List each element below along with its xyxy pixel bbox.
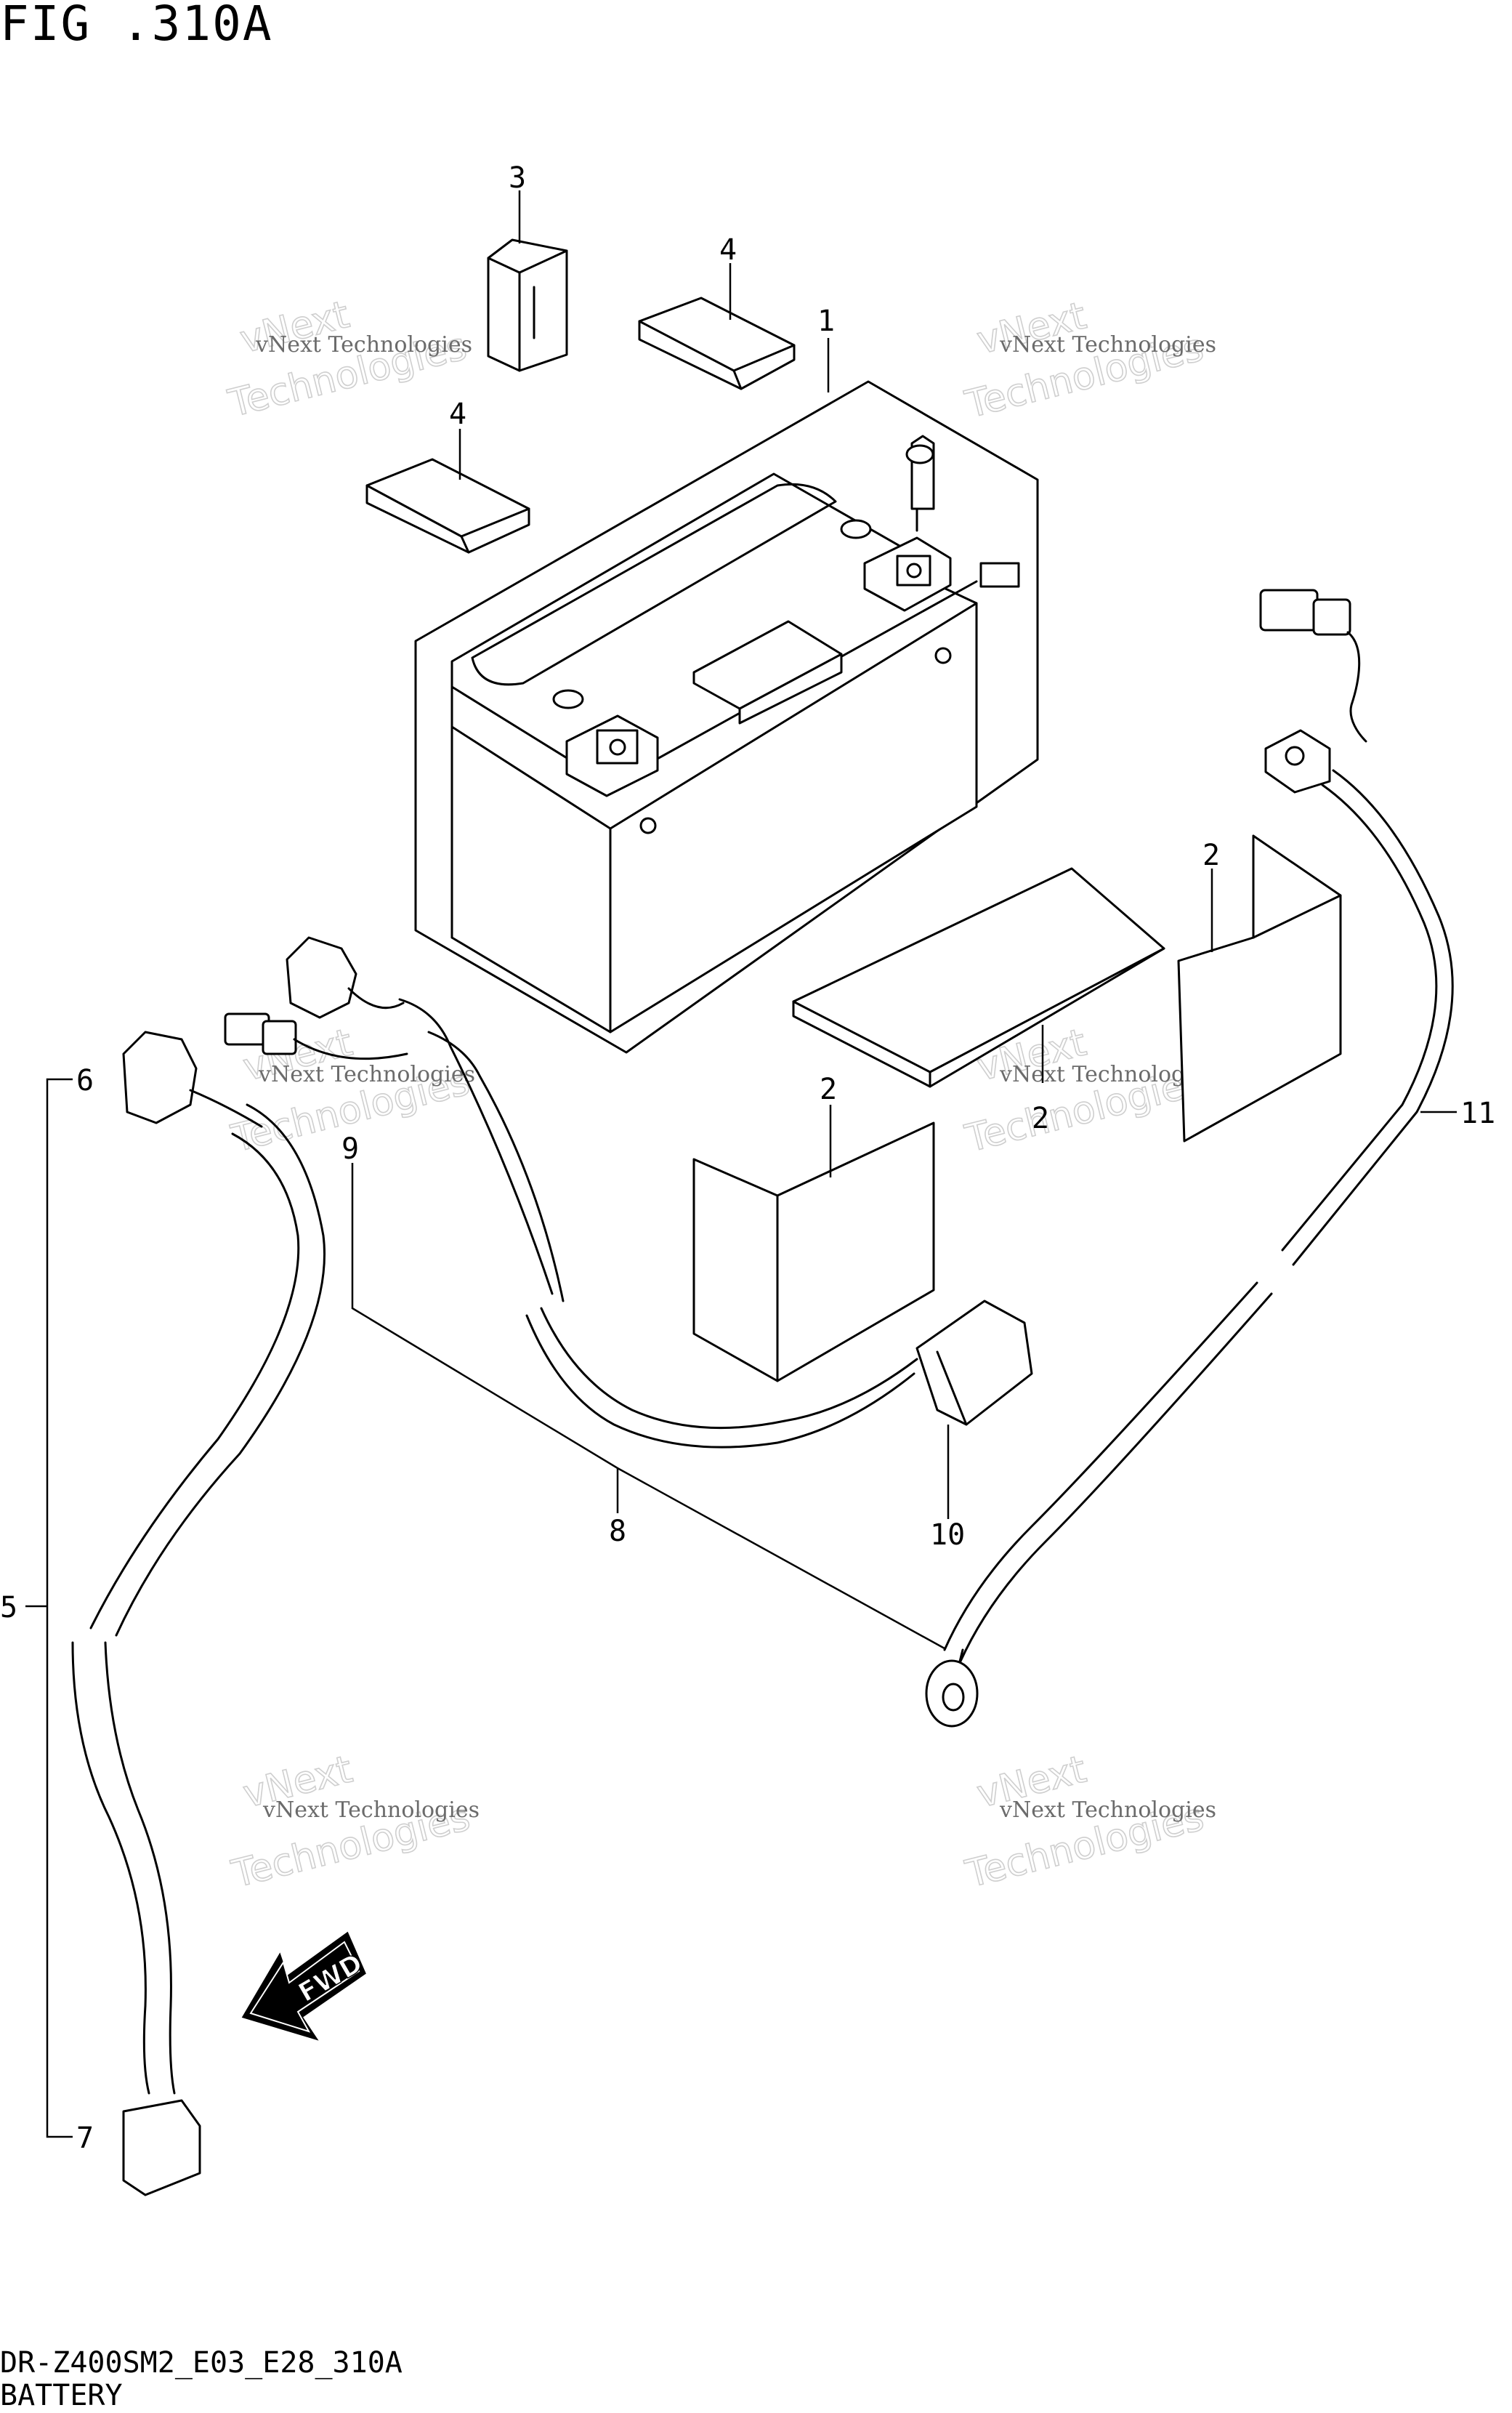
model-code: DR-Z400SM2_E03_E28_310A <box>0 2346 403 2380</box>
watermark-bottom-right: vNext Technologies vNext Technologies <box>961 1747 1216 1898</box>
callout-11: 11 <box>1460 1097 1495 1130</box>
fwd-arrow-icon: FWD <box>241 1931 368 2041</box>
callout-1: 1 <box>817 305 835 338</box>
callout-10: 10 <box>930 1518 965 1552</box>
part-11-lead <box>925 589 1454 1728</box>
svg-text:vNext Technologies: vNext Technologies <box>999 1062 1216 1087</box>
svg-text:vNext Technologies: vNext Technologies <box>999 1797 1216 1823</box>
part-2-plate-right <box>1177 834 1342 1143</box>
section-name: BATTERY <box>0 2379 123 2412</box>
part-5-lead <box>71 1031 326 2196</box>
callout-9: 9 <box>341 1132 359 1166</box>
part-3-cap <box>487 238 568 372</box>
watermark-bottom-left: vNext Technologies vNext Technologies <box>227 1747 480 1898</box>
part-1-battery <box>414 380 1039 1054</box>
callout-5: 5 <box>0 1591 17 1624</box>
part-9-harness <box>224 936 565 1302</box>
figure-title: FIG .310A <box>0 0 273 52</box>
svg-text:vNext Technologies: vNext Technologies <box>255 332 472 358</box>
svg-text:vNext Technologies: vNext Technologies <box>258 1062 475 1087</box>
callout-7: 7 <box>76 2122 94 2155</box>
part-10-cap <box>525 1300 1033 1449</box>
callout-4-lower: 4 <box>449 398 466 431</box>
part-2-pad-center <box>792 867 1165 1088</box>
part-4-pad-lower <box>365 458 530 554</box>
part-4-pad-upper <box>638 297 796 390</box>
callout-2-right: 2 <box>1202 839 1220 872</box>
callout-3: 3 <box>509 161 526 195</box>
callout-6: 6 <box>76 1064 94 1097</box>
leader-lines <box>25 190 1457 2138</box>
callout-4-upper: 4 <box>719 233 737 267</box>
part-2-plate-left <box>692 1121 935 1382</box>
watermark-top-right: vNext Technologies vNext Technologies <box>961 294 1216 428</box>
svg-text:vNext Technologies: vNext Technologies <box>999 332 1216 358</box>
callout-2-center: 2 <box>1032 1102 1049 1135</box>
svg-text:vNext Technologies: vNext Technologies <box>262 1797 480 1823</box>
callout-2-left: 2 <box>820 1073 837 1106</box>
watermark-top-left: vNext Technologies vNext Technologies <box>224 292 472 427</box>
callout-8: 8 <box>609 1515 626 1548</box>
